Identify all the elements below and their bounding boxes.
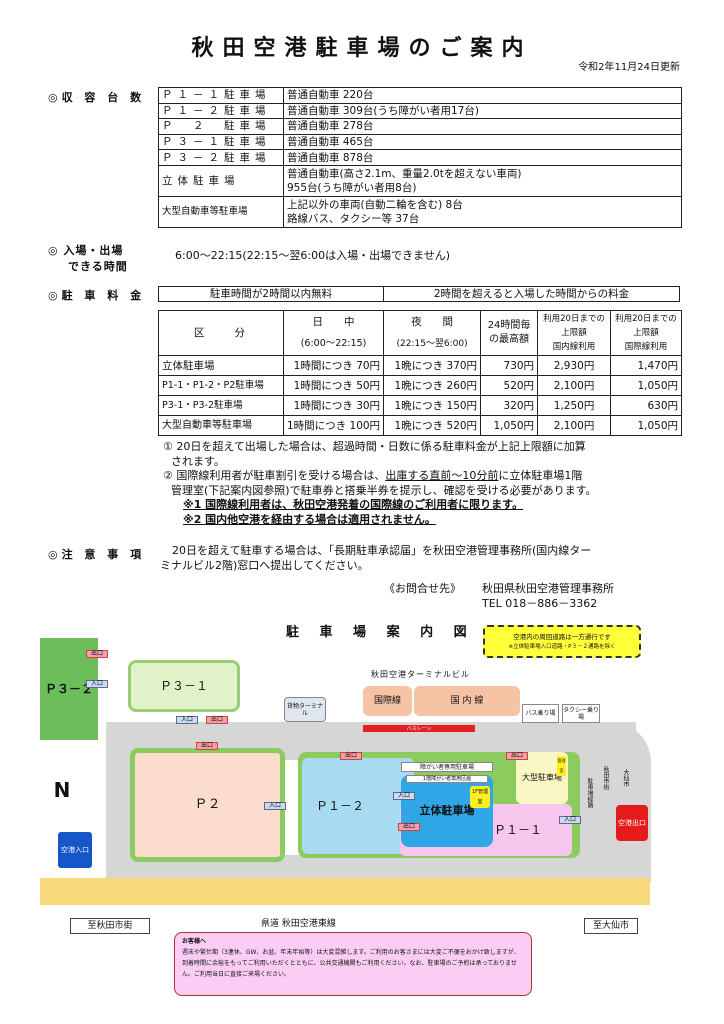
exit-sign: 出口 [506, 752, 528, 760]
terminal-label: 秋田空港ターミナルビル [371, 670, 470, 679]
capacity-label: ◎収 容 台 数 [48, 91, 146, 104]
parking-map: 駐 車 場 案 内 図 空港内の周回道路は一方通行です※立体駐車場入口道路・P３… [36, 620, 656, 1024]
exit-sign: 出口 [86, 650, 108, 658]
updated-date: 令和2年11月24日更新 [578, 62, 680, 73]
p3-2-lot: Ｐ３－２ [40, 638, 98, 740]
entry-sign: 入口 [86, 680, 108, 688]
side-label: 駐車場経路 [586, 778, 593, 808]
cargo-terminal: 貨物ターミナル [284, 697, 326, 722]
caution-text: 20日を超えて駐車する場合は、「長期駐車承認届」を秋田空港管理事務所(国内線ター… [160, 544, 592, 572]
exit-sign: 出口 [340, 752, 362, 760]
bus-stop: バス乗り場 [522, 704, 559, 723]
large-office: 管理室 [557, 756, 566, 776]
prefectural-road [40, 878, 650, 905]
hours-label: ◎ 入場・出場できる時間 [48, 244, 128, 273]
table-row: Ｐ３－２駐車場普通自動車 878台 [158, 149, 682, 166]
page-title: 秋田空港駐車場のご案内 [191, 36, 533, 61]
exit-sign: 出口 [206, 716, 228, 724]
table-row: Ｐ１－２駐車場普通自動車 309台(うち障がい者用17台) [158, 102, 682, 120]
entry-sign: 入口 [393, 792, 415, 800]
oneway-notice: 空港内の周回道路は一方通行です※立体駐車場入口道路・P３－２通路を除く [483, 625, 641, 658]
taxi-stop: タクシー乗り場 [562, 704, 600, 723]
prefectural-road-label: 県道 秋田空港東線 [261, 919, 336, 929]
table-row: 大型自動車等駐車場上記以外の車両(自動二輪を含む) 8台路線バス、タクシー等 3… [158, 195, 682, 228]
table-row: Ｐ３－１駐車場普通自動車 465台 [158, 133, 682, 151]
fee-table: 区 分 日 中(6:00～22:15) 夜 間(22:15～翌6:00) 24時… [158, 310, 682, 436]
accessible-parking: 障がい者専用駐車場 [401, 762, 493, 772]
contact-label: 《お問合せ先》 [384, 582, 461, 595]
caution-label: ◎注 意 事 項 [48, 548, 146, 561]
p1-2-lot: Ｐ１－２ [302, 758, 414, 854]
north-arrow-icon: N [53, 778, 71, 802]
side-label: 秋田市街 [602, 766, 609, 790]
accessible-area: 1階障がい者専用区画 [406, 775, 488, 783]
table-row: Ｐ１－１駐車場普通自動車 220台 [158, 87, 682, 104]
entry-sign: 入口 [559, 816, 581, 824]
customer-notice: お客様へ週末や繁忙期（3連休、GW、お盆、年末年始等）は大変混雑します。ご利用の… [174, 932, 532, 996]
entry-sign: 入口 [264, 802, 286, 810]
to-daisen-city: 至大仙市 [584, 918, 638, 934]
exit-sign: 出口 [398, 823, 420, 831]
to-akita-city: 至秋田市街 [70, 918, 150, 934]
table-row: 立体駐車場普通自動車(高さ2.1m、重量2.0tを超えない車両)955台(うち障… [158, 164, 682, 197]
map-title: 駐 車 場 案 内 図 [286, 625, 475, 640]
table-row: Ｐ ２ 駐車場普通自動車 278台 [158, 118, 682, 135]
airport-exit: 空港出口 [616, 805, 648, 841]
hours-text: 6:00～22:15(22:15～翌6:00は入場・出場できません) [175, 249, 451, 262]
fee-label: ◎駐 車 料 金 [48, 289, 146, 302]
side-label: 大仙市 [622, 769, 629, 787]
exit-sign: 出口 [196, 742, 218, 750]
capacity-table: Ｐ１－１駐車場普通自動車 220台 Ｐ１－２駐車場普通自動車 309台(うち障が… [158, 87, 682, 228]
entry-sign: 入口 [176, 716, 198, 724]
management-office: 1F管理室 [470, 786, 490, 808]
p3-1-lot: Ｐ３－１ [128, 660, 240, 712]
airport-entrance: 空港入口 [58, 832, 92, 868]
fee-notes: ① 20日を超えて出場した場合は、超過時間・日数に係る駐車料金が上記上限額に加算… [163, 440, 597, 526]
bus-lane: バスレーン [363, 725, 475, 732]
p2-lot: Ｐ２ [130, 748, 285, 862]
fee-header: 区 分 日 中(6:00～22:15) 夜 間(22:15～翌6:00) 24時… [158, 310, 682, 356]
international-terminal: 国際線 [363, 686, 412, 716]
domestic-terminal: 国 内 線 [414, 686, 520, 716]
